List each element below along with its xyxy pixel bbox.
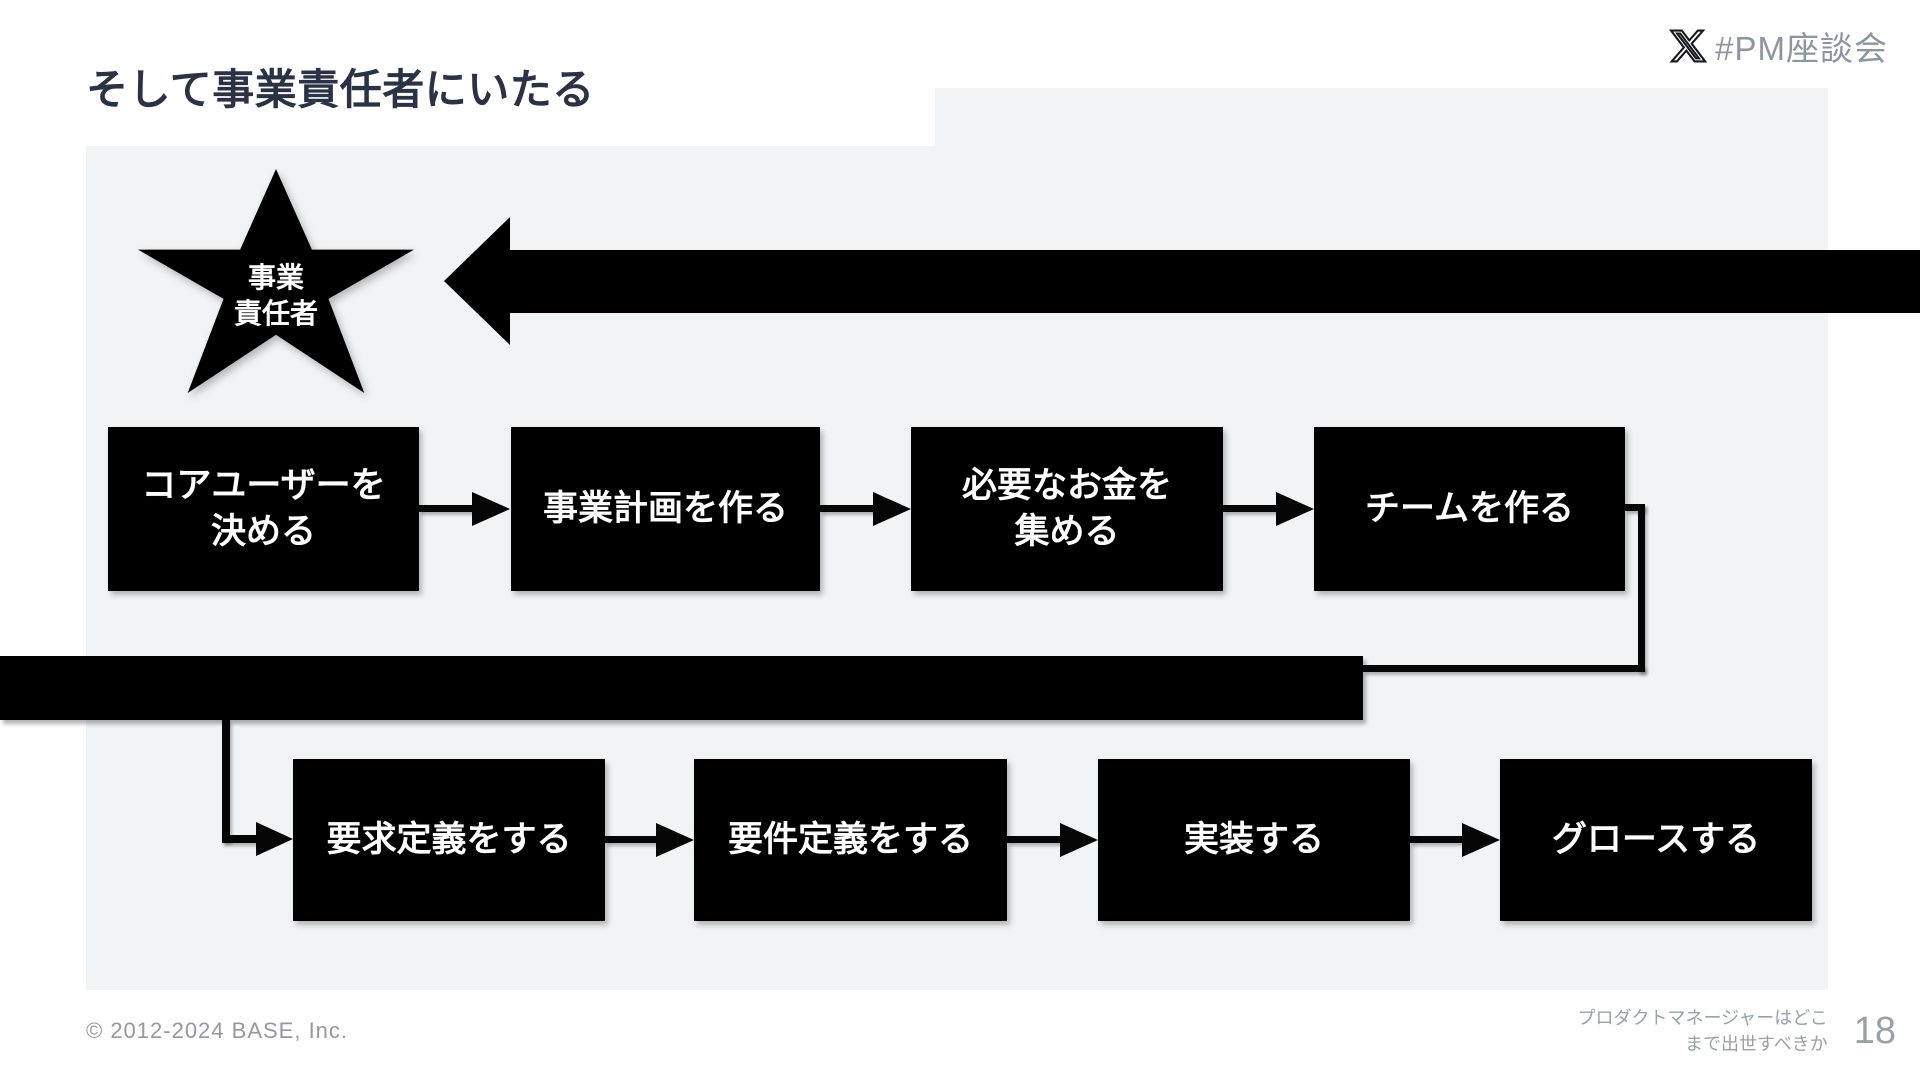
x-logo-icon [1669, 27, 1708, 65]
flow-box-label: グロースする [1551, 819, 1761, 859]
footer-caption-group: プロダクトマネージャーはどこ まで出世すべきか 18 [1578, 1005, 1896, 1057]
arrow-connector [1007, 836, 1061, 843]
black-divider-bar [0, 656, 1363, 720]
arrow-connector [1223, 505, 1278, 512]
flow-box-requirements-request: 要求定義をする [293, 759, 605, 921]
hashtag-label: #PM座談会 [1715, 30, 1888, 67]
page-title: そして事業責任者にいたる [86, 66, 595, 113]
arrow-connector [1410, 836, 1464, 843]
flow-box-label: 事業計画を作る [542, 488, 788, 528]
flow-box-label: 要件定義をする [727, 819, 973, 859]
hashtag-brand: #PM座談会 [1669, 22, 1888, 70]
elbow-connector-vertical [1638, 504, 1645, 672]
bar-to-row2-vertical [222, 720, 230, 842]
background-panel-top [935, 88, 1828, 148]
flow-box-build-team: チームを作る [1314, 427, 1625, 591]
flow-box-growth: グロースする [1500, 759, 1812, 921]
flow-box-label: 必要なお金を [961, 465, 1172, 505]
deck-caption-line2: まで出世すべきか [1684, 1034, 1828, 1055]
arrow-connector [820, 505, 875, 512]
bar-to-row2-horizontal [222, 835, 262, 843]
copyright: © 2012-2024 BASE, Inc. [86, 1018, 349, 1043]
star-label-line2: 責任者 [233, 298, 318, 329]
flow-box-label: チームを作る [1365, 488, 1574, 528]
flow-box-raise-money: 必要なお金を集める [911, 427, 1223, 591]
flow-box-label: コアユーザーを [141, 465, 386, 505]
elbow-connector-stub [1625, 504, 1645, 511]
arrow-connector [419, 505, 474, 512]
star-icon: 事業 責任者 [138, 169, 414, 393]
flow-box-business-plan: 事業計画を作る [511, 427, 820, 591]
flow-box-label: 実装する [1183, 819, 1324, 859]
flow-box-decide-core-users: コアユーザーを決める [108, 427, 419, 591]
page-number: 18 [1853, 1009, 1896, 1052]
star-shape: 事業 責任者 [138, 169, 414, 393]
flow-box-label: 決める [210, 512, 316, 551]
elbow-connector-horizontal [1363, 665, 1645, 672]
star-label: 事業 責任者 [234, 260, 318, 332]
flow-box-implement: 実装する [1098, 759, 1410, 921]
flow-box-label: 集める [1014, 512, 1120, 551]
big-left-arrow-shaft [509, 250, 1920, 313]
flow-box-requirements-definition: 要件定義をする [694, 759, 1007, 921]
flow-box-label: 要求定義をする [326, 819, 572, 859]
deck-caption: プロダクトマネージャーはどこ まで出世すべきか [1578, 1005, 1828, 1057]
arrow-connector [605, 836, 658, 843]
deck-caption-line1: プロダクトマネージャーはどこ [1577, 1008, 1828, 1028]
star-label-line1: 事業 [247, 262, 304, 293]
